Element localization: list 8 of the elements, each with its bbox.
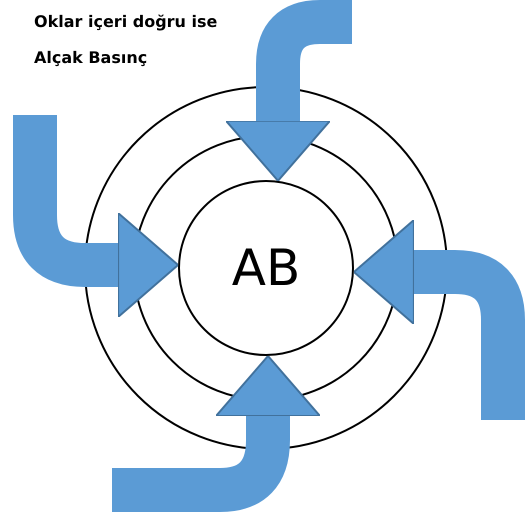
curved-arrow — [112, 355, 321, 512]
curved-arrow — [13, 115, 180, 318]
curved-arrow — [225, 0, 352, 182]
curved-arrow — [352, 219, 525, 420]
circle-ring — [84, 86, 448, 450]
center-label: AB — [232, 239, 300, 297]
center-circle — [178, 180, 354, 356]
note-text: Oklar içeri doğru ise Alçak Basınç — [34, 11, 218, 69]
